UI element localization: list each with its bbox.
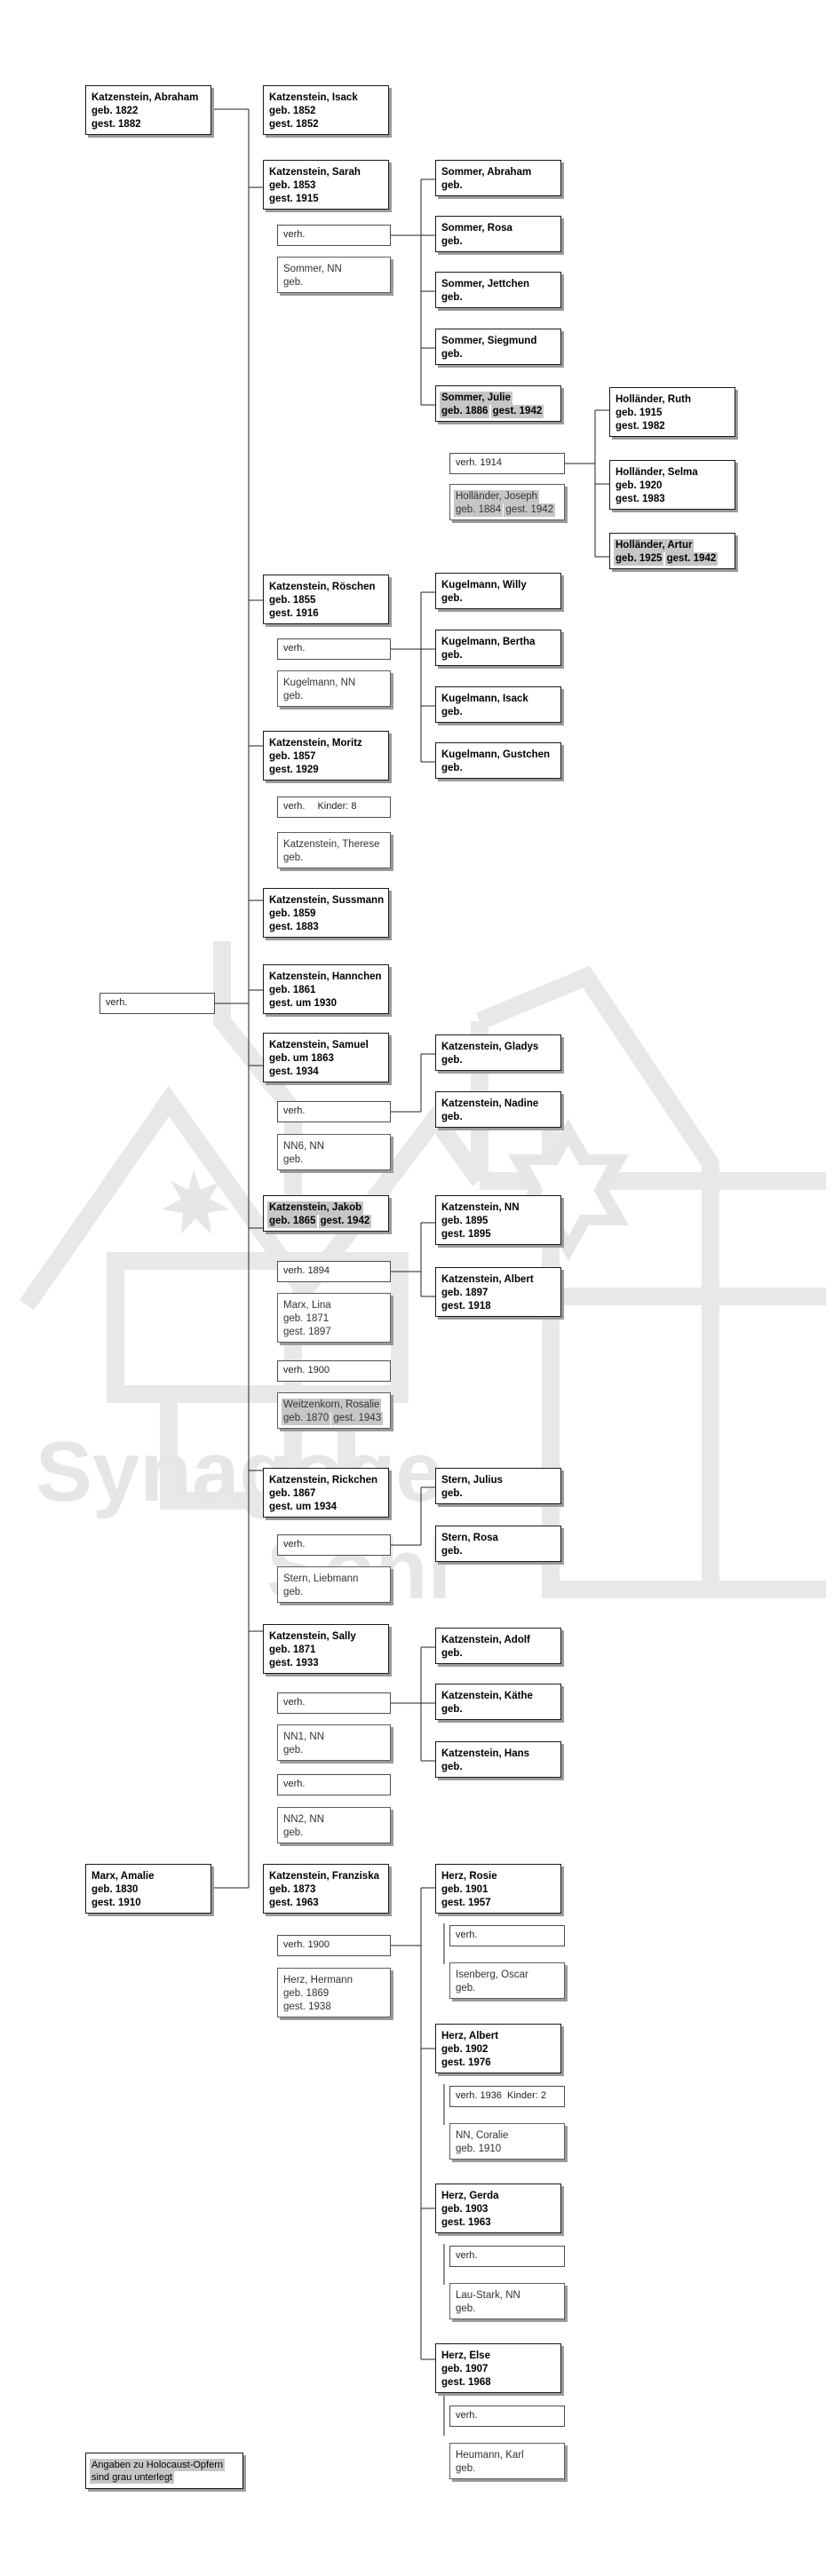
person-nn1[interactable]: NN1, NN geb. xyxy=(277,1724,391,1761)
marriage-moritz: verh.Kinder: 8 xyxy=(277,797,391,818)
person-stern-rosa[interactable]: Stern, Rosa geb. xyxy=(435,1526,561,1562)
legend-line-1: Angaben zu Holocaust-Opfern xyxy=(90,2459,225,2471)
person-coralie[interactable]: NN, Coralie geb. 1910 xyxy=(449,2123,565,2160)
person-nn2[interactable]: NN2, NN geb. xyxy=(277,1807,391,1843)
person-gustchen[interactable]: Kugelmann, Gustchen geb. xyxy=(435,742,561,779)
marriage-franziska: verh. 1900 xyxy=(277,1935,391,1956)
person-name: Marx, Amalie xyxy=(91,1871,155,1882)
person-isack[interactable]: Katzenstein, Isack geb. 1852 gest. 1852 xyxy=(263,85,389,135)
person-ruth[interactable]: Holländer, Ruth geb. 1915 gest. 1982 xyxy=(609,387,735,437)
person-rickchen[interactable]: Katzenstein, Rickchen geb. 1867 gest. um… xyxy=(263,1468,389,1518)
marriage-roeschen: verh. xyxy=(277,638,391,660)
person-selma[interactable]: Holländer, Selma geb. 1920 gest. 1983 xyxy=(609,460,735,510)
person-sally[interactable]: Katzenstein, Sally geb. 1871 gest. 1933 xyxy=(263,1624,389,1674)
marriage-rickchen: verh. xyxy=(277,1534,391,1556)
person-nadine[interactable]: Katzenstein, Nadine geb. xyxy=(435,1091,561,1128)
person-gladys[interactable]: Katzenstein, Gladys geb. xyxy=(435,1034,561,1071)
person-rosie[interactable]: Herz, Rosie geb. 1901 gest. 1957 xyxy=(435,1864,561,1914)
person-sarah[interactable]: Katzenstein, Sarah geb. 1853 gest. 1915 xyxy=(263,160,389,210)
marriage-sally-1: verh. xyxy=(277,1692,391,1714)
person-bertha[interactable]: Kugelmann, Bertha geb. xyxy=(435,630,561,666)
person-liebmann[interactable]: Stern, Liebmann geb. xyxy=(277,1566,391,1603)
person-abraham[interactable]: Katzenstein, Abraham geb. 1822 gest. 188… xyxy=(85,85,211,135)
person-sommer-jettchen[interactable]: Sommer, Jettchen geb. xyxy=(435,272,561,308)
person-sommer-nn[interactable]: Sommer, NN geb. xyxy=(277,257,391,293)
legend: Angaben zu Holocaust-Opfern sind grau un… xyxy=(85,2453,243,2489)
marriage-sally-2: verh. xyxy=(277,1774,391,1795)
person-moritz[interactable]: Katzenstein, Moritz geb. 1857 gest. 1929 xyxy=(263,731,389,781)
person-katzenstein-nn[interactable]: Katzenstein, NN geb. 1895 gest. 1895 xyxy=(435,1195,561,1245)
person-hermann[interactable]: Herz, Hermann geb. 1869 gest. 1938 xyxy=(277,1968,391,2017)
person-sommer-abraham[interactable]: Sommer, Abraham geb. xyxy=(435,160,561,196)
person-hannchen[interactable]: Katzenstein, Hannchen geb. 1861 gest. um… xyxy=(263,964,389,1014)
person-lina[interactable]: Marx, Lina geb. 1871 gest. 1897 xyxy=(277,1293,391,1343)
person-roeschen[interactable]: Katzenstein, Röschen geb. 1855 gest. 191… xyxy=(263,575,389,624)
legend-line-2: sind grau unterlegt xyxy=(90,2471,175,2484)
person-gerda[interactable]: Herz, Gerda geb. 1903 gest. 1963 xyxy=(435,2184,561,2233)
person-oscar[interactable]: Isenberg, Oscar geb. xyxy=(449,1962,565,1999)
person-franziska[interactable]: Katzenstein, Franziska geb. 1873 gest. 1… xyxy=(263,1864,389,1914)
person-sussmann[interactable]: Katzenstein, Sussmann geb. 1859 gest. 18… xyxy=(263,888,389,938)
marriage-rosie: verh. xyxy=(449,1925,565,1946)
person-amalie[interactable]: Marx, Amalie geb. 1830 gest. 1910 xyxy=(85,1864,211,1914)
person-sommer-julie[interactable]: Sommer, Julie geb. 1886 gest. 1942 xyxy=(435,385,561,422)
person-kaethe[interactable]: Katzenstein, Käthe geb. xyxy=(435,1684,561,1720)
person-else[interactable]: Herz, Else geb. 1907 gest. 1968 xyxy=(435,2343,561,2393)
person-adolf[interactable]: Katzenstein, Adolf geb. xyxy=(435,1628,561,1664)
person-sommer-rosa[interactable]: Sommer, Rosa geb. xyxy=(435,216,561,252)
person-albert-katzenstein[interactable]: Katzenstein, Albert geb. 1897 gest. 1918 xyxy=(435,1267,561,1317)
person-samuel[interactable]: Katzenstein, Samuel geb. um 1863 gest. 1… xyxy=(263,1033,389,1082)
person-jakob[interactable]: Katzenstein, Jakob geb. 1865 gest. 1942 xyxy=(263,1195,389,1232)
marriage-jakob-1: verh. 1894 xyxy=(277,1261,391,1282)
person-artur[interactable]: Holländer, Artur geb. 1925 gest. 1942 xyxy=(609,533,735,569)
person-herz-albert[interactable]: Herz, Albert geb. 1902 gest. 1976 xyxy=(435,2024,561,2073)
marriage-julie: verh. 1914 xyxy=(449,453,565,474)
marriage-jakob-2: verh. 1900 xyxy=(277,1360,391,1382)
marriage-samuel: verh. xyxy=(277,1101,391,1122)
person-sommer-siegmund[interactable]: Sommer, Siegmund geb. xyxy=(435,329,561,365)
person-hans[interactable]: Katzenstein, Hans geb. xyxy=(435,1741,561,1778)
marriage-main: verh. xyxy=(99,993,215,1014)
person-name: Katzenstein, Abraham xyxy=(91,92,199,103)
person-nn6[interactable]: NN6, NN geb. xyxy=(277,1134,391,1170)
person-k-isack[interactable]: Kugelmann, Isack geb. xyxy=(435,686,561,723)
marriage-else: verh. xyxy=(449,2406,565,2427)
marriage-sarah: verh. xyxy=(277,225,391,246)
person-kugelmann-nn[interactable]: Kugelmann, NN geb. xyxy=(277,670,391,707)
person-therese[interactable]: Katzenstein, Therese geb. xyxy=(277,832,391,868)
person-lau-stark[interactable]: Lau-Stark, NN geb. xyxy=(449,2283,565,2319)
person-karl[interactable]: Heumann, Karl geb. xyxy=(449,2443,565,2479)
person-willy[interactable]: Kugelmann, Willy geb. xyxy=(435,573,561,609)
person-rosalie[interactable]: Weitzenkorn, Rosalie geb. 1870 gest. 194… xyxy=(277,1392,391,1429)
marriage-gerda: verh. xyxy=(449,2246,565,2267)
person-joseph[interactable]: Holländer, Joseph geb. 1884 gest. 1942 xyxy=(449,484,565,520)
person-julius[interactable]: Stern, Julius geb. xyxy=(435,1468,561,1504)
